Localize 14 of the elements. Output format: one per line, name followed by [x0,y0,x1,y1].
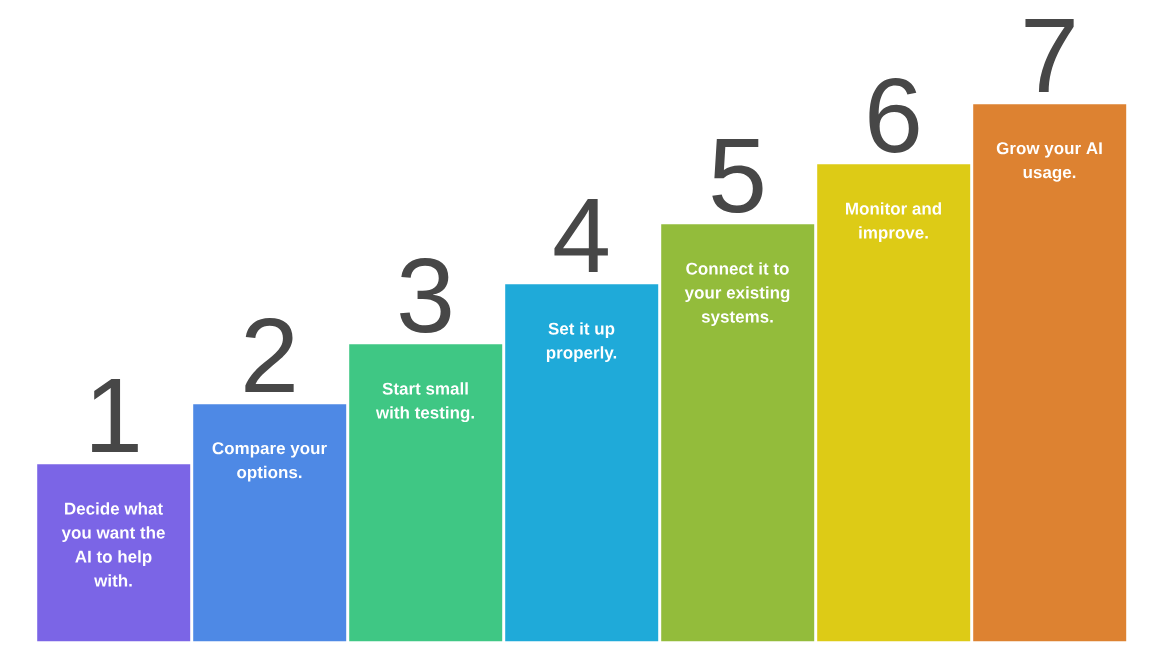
step-number: 1 [92,379,138,452]
step-number: 2 [245,318,294,392]
step-number: 5 [712,139,763,214]
step-bar: Connect it to your existing systems. [661,224,815,642]
step-bar: Decide what you want the AI to help with. [37,464,191,642]
step-bar: Set it up properly. [505,284,659,642]
step-bar: Start small with testing. [349,344,503,642]
step-number: 4 [554,199,608,272]
step-number: 6 [869,78,919,154]
step-bar: Grow your AI usage. [973,104,1127,642]
step-bar: Compare your options. [193,404,347,642]
step-bar: Monitor and improve. [817,164,971,642]
step-number: 7 [1025,19,1074,92]
step-number: 3 [400,258,451,334]
